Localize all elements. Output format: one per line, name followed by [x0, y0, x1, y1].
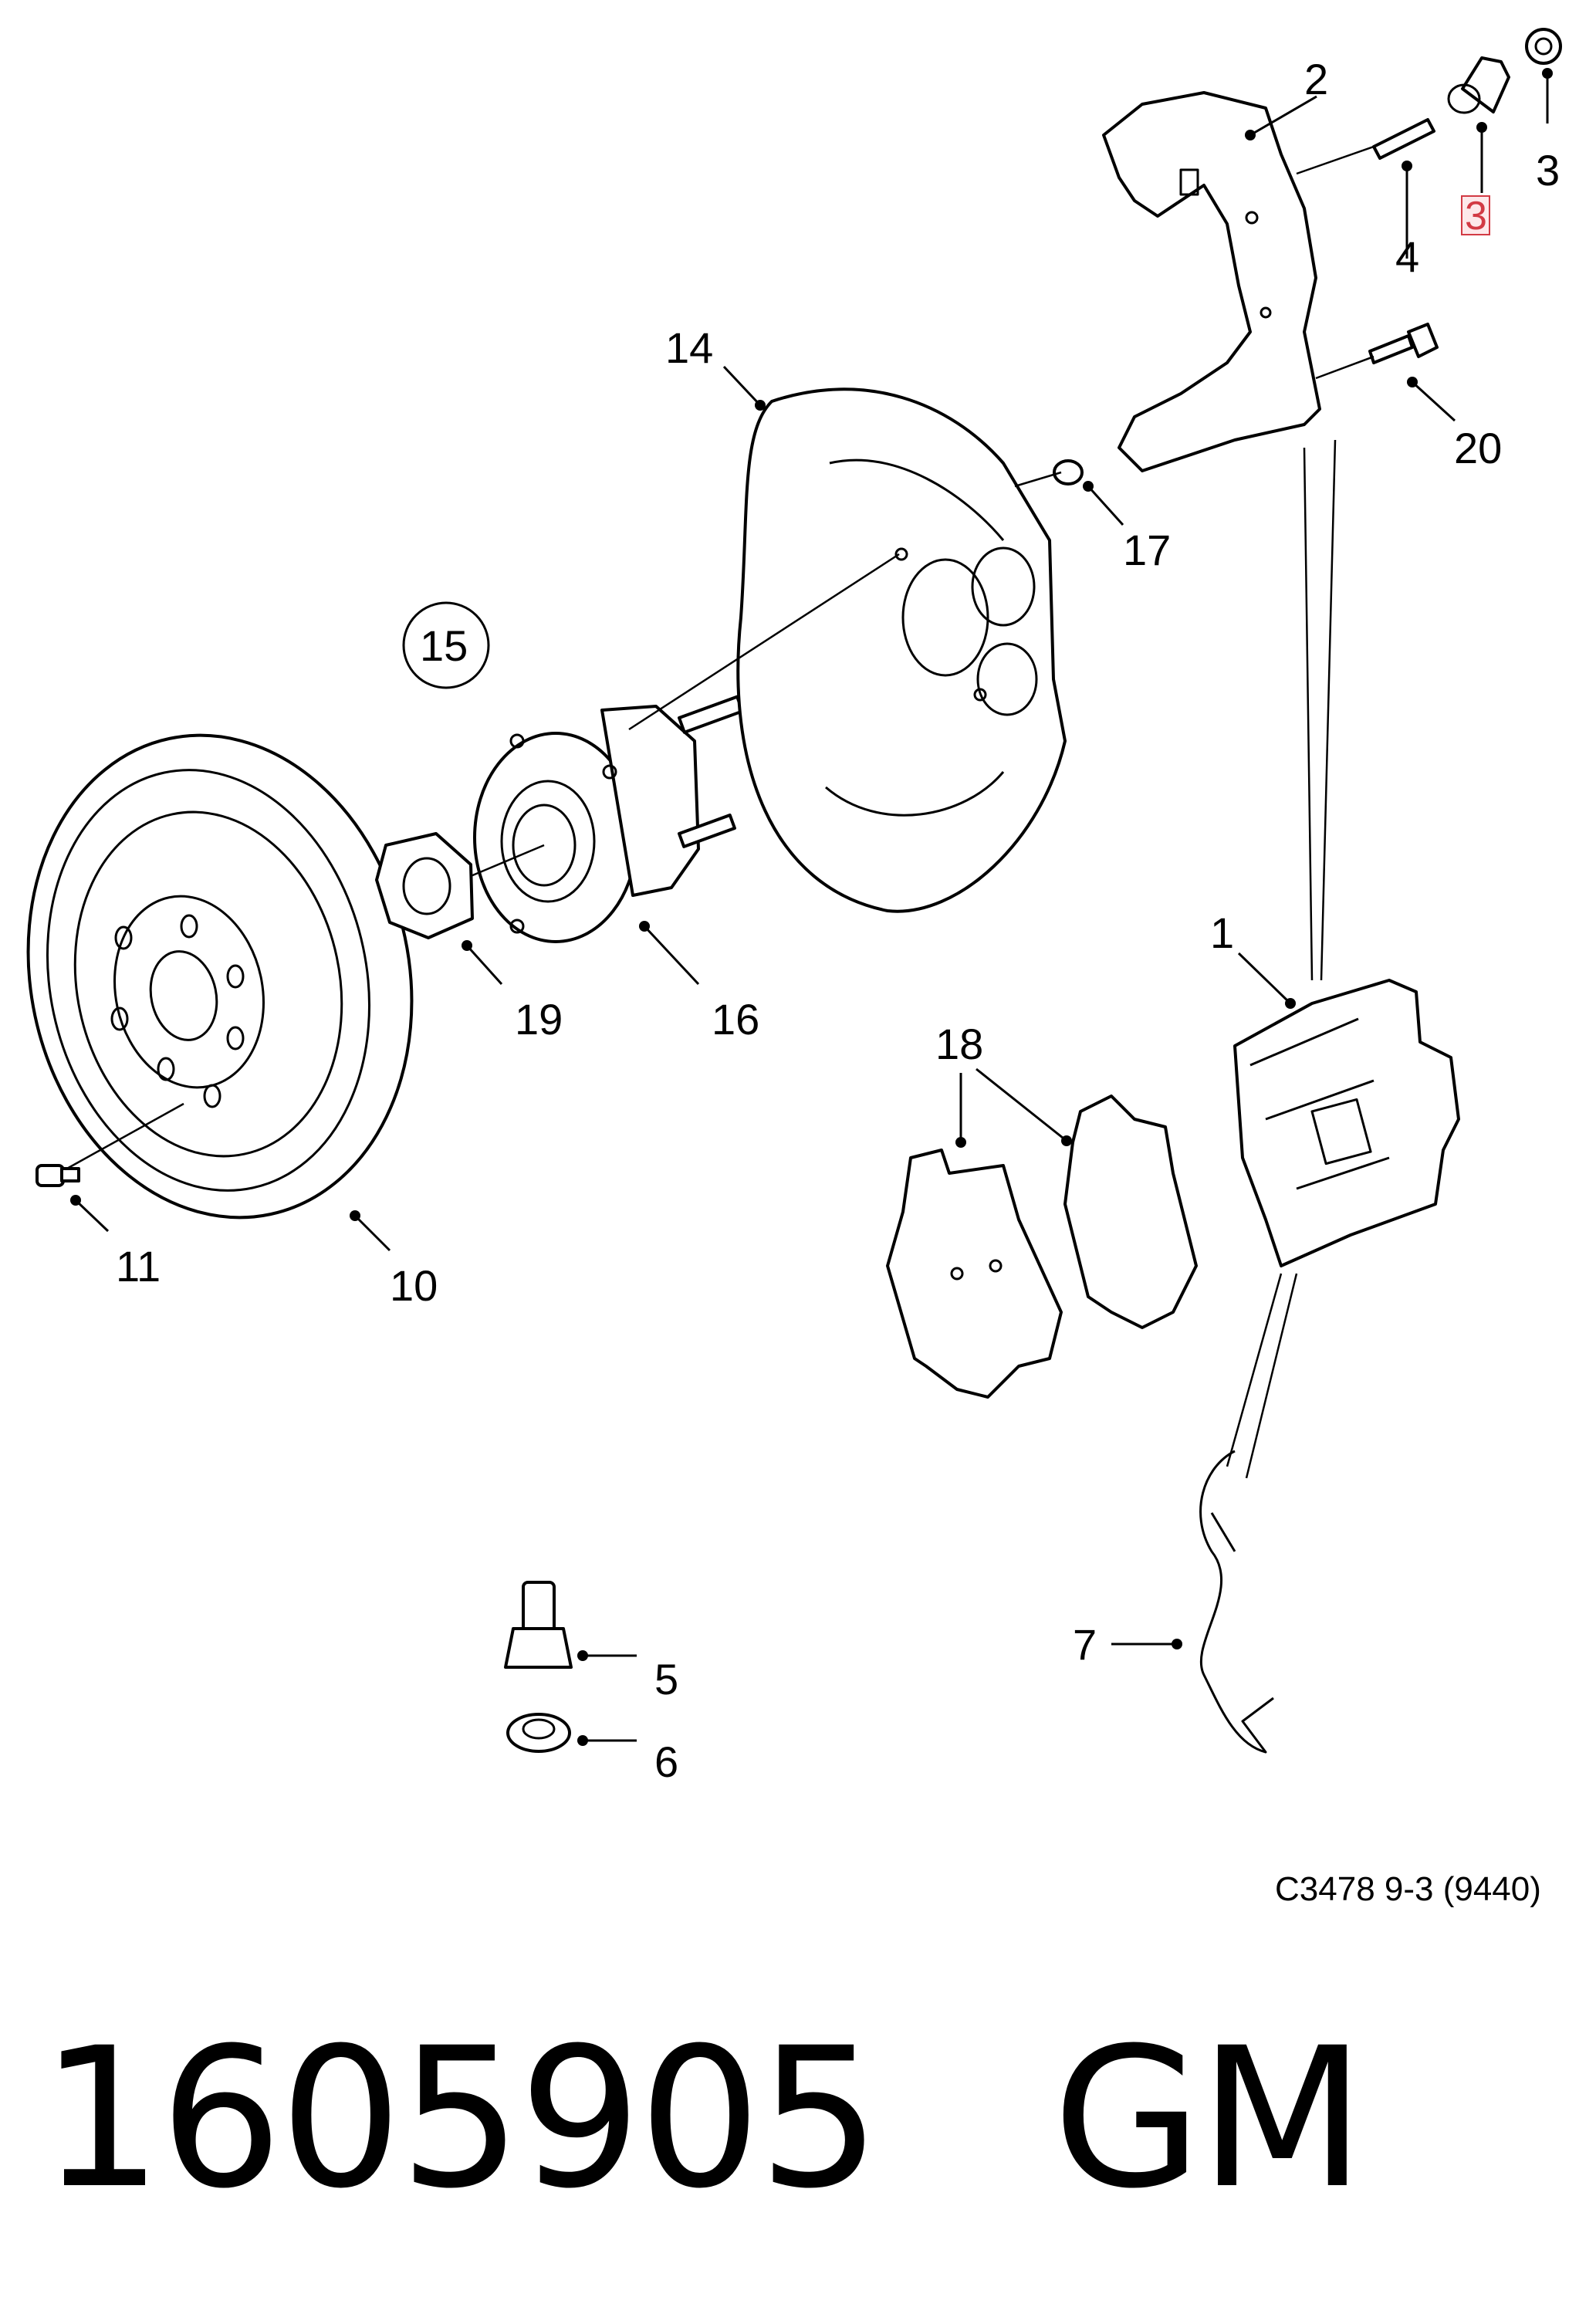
callout-20[interactable]: 20 [1454, 424, 1502, 472]
callout-2[interactable]: 2 [1304, 55, 1328, 103]
screw-part-11 [36, 1164, 80, 1187]
dust-cap-part-3 [1525, 28, 1562, 65]
callout-6[interactable]: 6 [654, 1737, 678, 1786]
callout-11[interactable]: 11 [116, 1242, 161, 1291]
caliper-carrier-part-2 [1102, 91, 1321, 472]
diagram-reference: C3478 9-3 (9440) [1275, 1870, 1541, 1908]
brake-disc-part-10 [26, 733, 414, 1220]
callout-1[interactable]: 1 [1210, 908, 1234, 957]
callout-10[interactable]: 10 [390, 1261, 438, 1310]
backing-plate-part-14 [736, 387, 1067, 913]
callout-14[interactable]: 14 [665, 323, 713, 372]
callout-17[interactable]: 17 [1123, 526, 1171, 574]
brake-pads-part-18 [886, 1094, 1198, 1399]
bleeder-screw-part-5 [504, 1581, 573, 1669]
guide-sleeve-part-3 [1447, 56, 1510, 114]
callout-5[interactable]: 5 [654, 1655, 678, 1703]
callout-15[interactable]: 15 [420, 621, 468, 670]
hub-bearing-part-16 [473, 695, 745, 943]
guide-pin-part-4 [1372, 118, 1435, 160]
bolt-part-20 [1368, 323, 1439, 364]
bleeder-cap-part-6 [506, 1713, 571, 1753]
callout-15-circle [402, 601, 490, 689]
wear-sensor-part-7 [1199, 1450, 1274, 1754]
part-number-label: 1605905 GM [40, 2006, 1365, 2231]
callout-19[interactable]: 19 [515, 995, 563, 1044]
callout-3-highlight-box [1461, 195, 1490, 235]
brake-exploded-diagram: 2 3 3 4 20 14 17 15 1 18 19 16 11 10 7 5… [26, 28, 1562, 1908]
callout-16[interactable]: 16 [712, 995, 759, 1044]
caliper-part-1 [1233, 979, 1460, 1267]
hub-nut-part-19 [375, 832, 474, 939]
callout-4[interactable]: 4 [1395, 232, 1419, 281]
callout-18[interactable]: 18 [935, 1020, 983, 1068]
callout-7[interactable]: 7 [1073, 1620, 1097, 1669]
callout-3-highlighted[interactable]: 3 [1465, 194, 1487, 239]
bushing-part-17 [1053, 459, 1084, 485]
leader-lines [65, 68, 1553, 1746]
callout-3[interactable]: 3 [1536, 146, 1560, 195]
